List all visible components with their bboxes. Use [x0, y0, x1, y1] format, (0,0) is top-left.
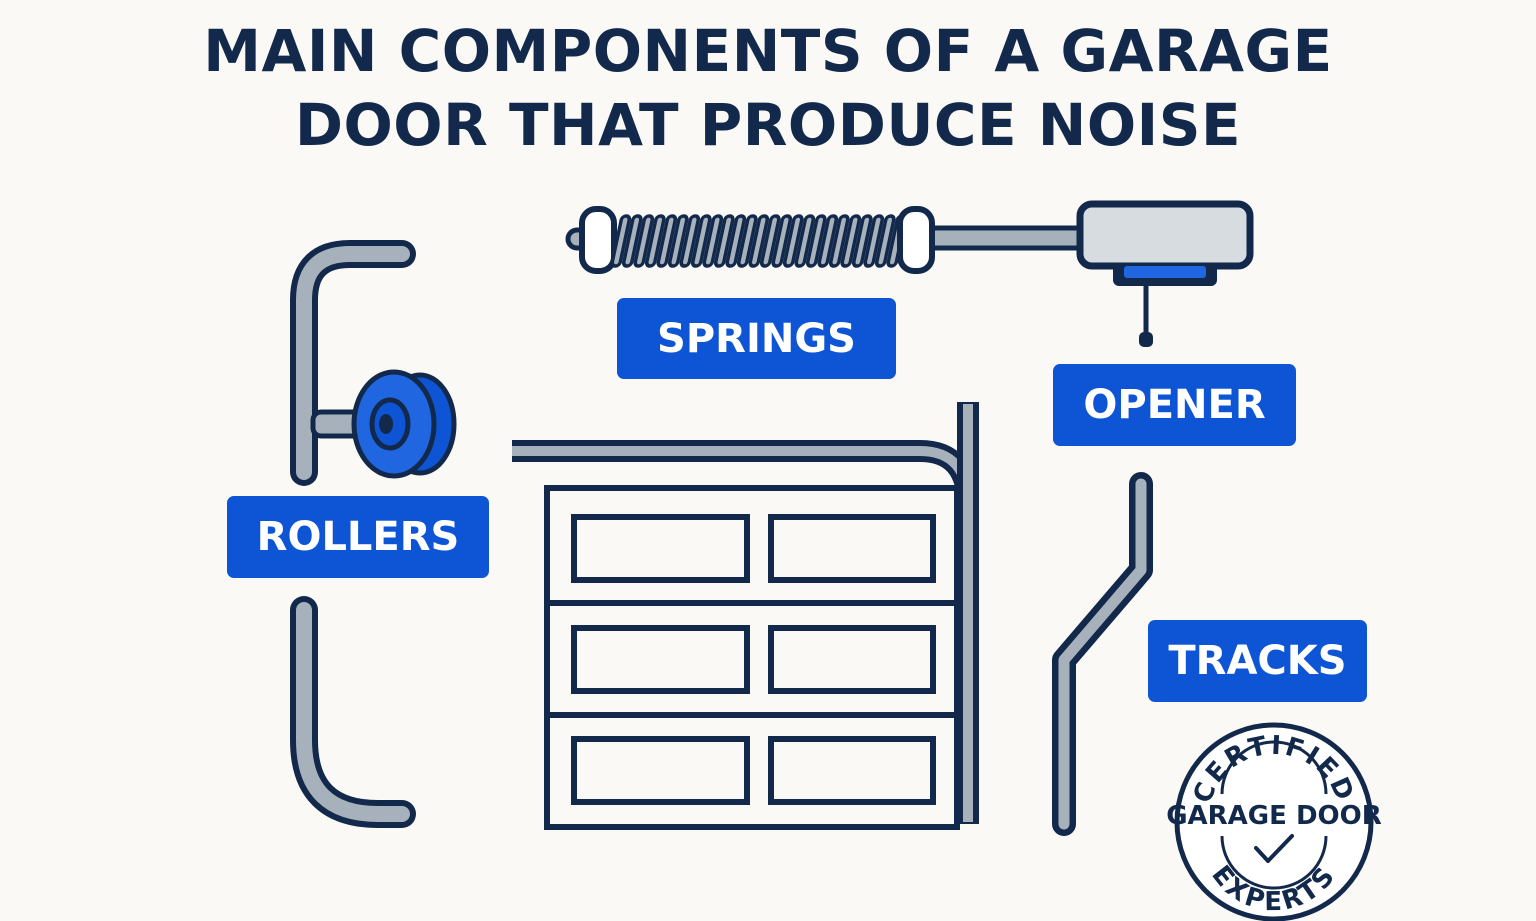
spring-coil — [851, 214, 873, 268]
spring-coil — [736, 214, 758, 268]
spring-coil — [725, 214, 747, 268]
spring-coil — [782, 214, 804, 268]
spring-coil — [863, 214, 885, 268]
spring-coil — [771, 214, 793, 268]
seal-middle-text: GARAGE DOOR — [1166, 801, 1382, 831]
roller-track-upper — [290, 240, 416, 486]
spring-coil — [610, 214, 632, 268]
spring-coil — [840, 214, 862, 268]
door-track — [512, 402, 979, 824]
garage-door-icon — [544, 485, 960, 830]
spring-coil — [817, 214, 839, 268]
opener-label: OPENER — [1053, 364, 1296, 446]
spring-coil — [759, 214, 781, 268]
title-line-2: DOOR THAT PRODUCE NOISE — [294, 91, 1242, 159]
checkmark-icon — [1254, 834, 1294, 863]
spring-coil — [621, 214, 643, 268]
track-icon — [1052, 472, 1153, 836]
spring-coil — [644, 214, 666, 268]
spring-coil — [828, 214, 850, 268]
spring-coil — [874, 214, 896, 268]
rollers-label: ROLLERS — [227, 496, 489, 578]
title-line-1: MAIN COMPONENTS OF A GARAGE — [203, 17, 1333, 85]
spring-coil — [690, 214, 712, 268]
diagram-title: MAIN COMPONENTS OF A GARAGE DOOR THAT PR… — [0, 14, 1536, 162]
spring-coil — [633, 214, 655, 268]
springs-label: SPRINGS — [617, 298, 896, 379]
spring-icon — [565, 206, 1093, 274]
spring-coil — [805, 214, 827, 268]
spring-coil — [679, 214, 701, 268]
opener-icon — [1076, 200, 1254, 347]
tracks-label: TRACKS — [1148, 620, 1367, 702]
roller-icon — [310, 369, 457, 479]
spring-coil — [748, 214, 770, 268]
spring-coil — [656, 214, 678, 268]
spring-coil — [667, 214, 689, 268]
certified-seal: CERTIFIED EXPERTS GARAGE DOOR — [1166, 722, 1382, 921]
spring-coil — [702, 214, 724, 268]
spring-coil — [713, 214, 735, 268]
roller-track-lower — [290, 596, 416, 828]
spring-coil — [794, 214, 816, 268]
